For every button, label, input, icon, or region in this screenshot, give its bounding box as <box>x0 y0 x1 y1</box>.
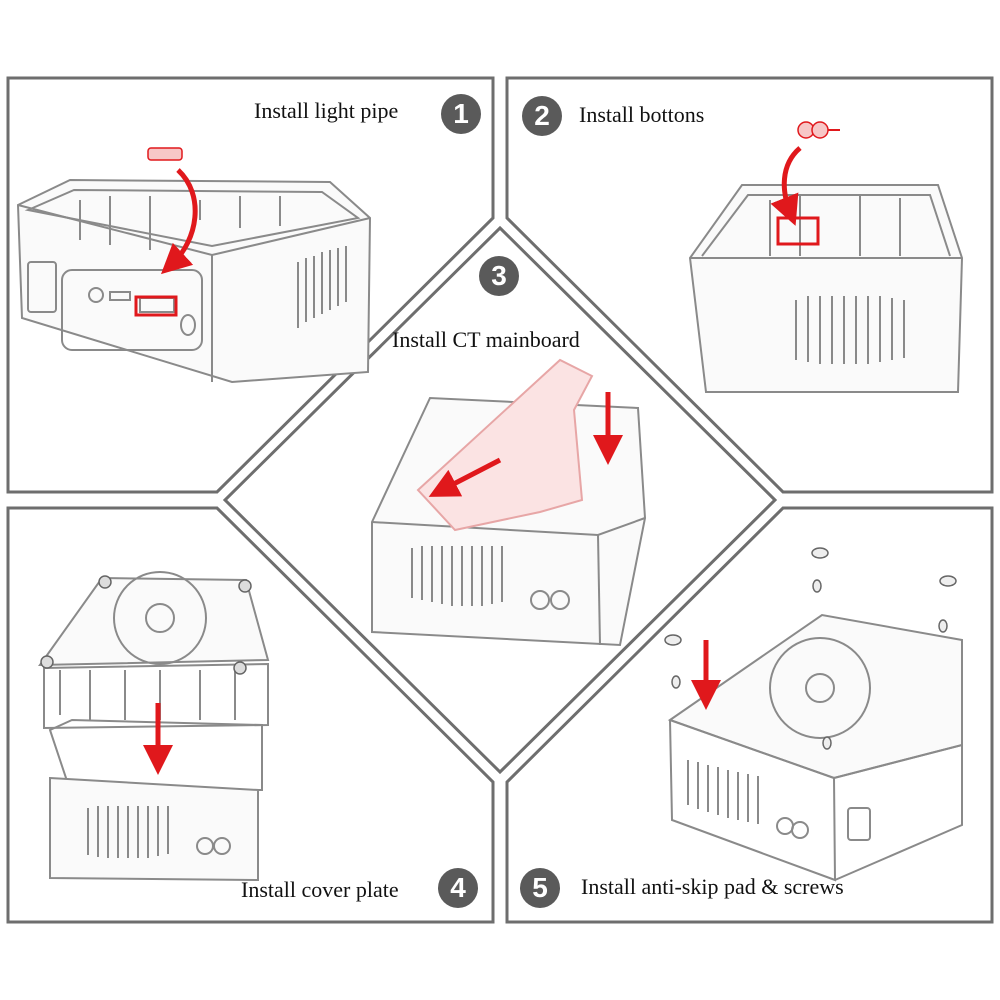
case-illustration-1 <box>16 178 372 384</box>
step-2-label: Install bottons <box>579 102 705 127</box>
step-4-label: Install cover plate <box>241 877 399 902</box>
install-arrow-3a <box>428 457 502 497</box>
step-3-label: Install CT mainboard <box>392 327 580 352</box>
case-illustration-2 <box>688 184 964 393</box>
light-pipe-highlight <box>134 295 178 317</box>
install-arrow-1 <box>160 168 198 275</box>
light-pipe-part <box>147 147 183 161</box>
step-2-number-badge: 2 <box>522 96 562 136</box>
case-illustration-5 <box>667 613 963 882</box>
step-3-number-badge: 3 <box>479 256 519 296</box>
step-4-number-badge: 4 <box>438 868 478 908</box>
step-5-label: Install anti-skip pad & screws <box>581 874 844 899</box>
step-1-label: Install light pipe <box>254 98 399 123</box>
step-5-number-badge: 5 <box>520 868 560 908</box>
install-arrow-2 <box>770 146 802 226</box>
anti-skip-pads <box>664 547 957 750</box>
buttons-part <box>797 121 840 139</box>
cover-screws <box>40 575 252 675</box>
case-illustration-4 <box>38 571 270 882</box>
buttons-highlight <box>776 216 820 246</box>
step-1-number-badge: 1 <box>441 94 481 134</box>
